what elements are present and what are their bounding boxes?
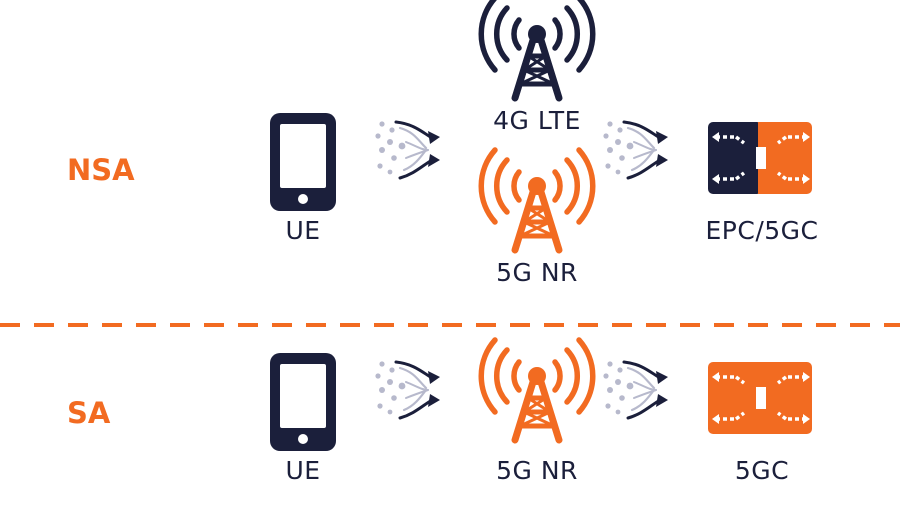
sa-flow-arrows-right-icon [601, 359, 670, 420]
sa-ue-smartphone-icon [270, 353, 336, 451]
nsa-lte-cell-tower-icon [481, 0, 593, 98]
nsa-lte-label: 4G LTE [493, 106, 581, 135]
nsa-nr-cell-tower-icon [481, 150, 593, 250]
sa-nr-label: 5G NR [496, 456, 578, 485]
nsa-core-network-icon [708, 122, 812, 194]
sa-core-network-icon [708, 362, 812, 434]
nsa-nr-label: 5G NR [496, 258, 578, 287]
nsa-row-label: NSA [67, 153, 135, 187]
sa-nr-cell-tower-icon [481, 340, 593, 440]
nsa-ue-smartphone-icon [270, 113, 336, 211]
sa-ue-label: UE [285, 456, 321, 485]
sa-core-label: 5GC [734, 456, 790, 485]
sa-flow-arrows-icon [373, 359, 442, 420]
nsa-flow-arrows-icon [373, 119, 442, 180]
nsa-flow-arrows-right-icon [601, 119, 670, 180]
sa-row-label: SA [67, 396, 111, 430]
nsa-core-label: EPC/5GC [705, 216, 819, 245]
nsa-ue-label: UE [285, 216, 321, 245]
